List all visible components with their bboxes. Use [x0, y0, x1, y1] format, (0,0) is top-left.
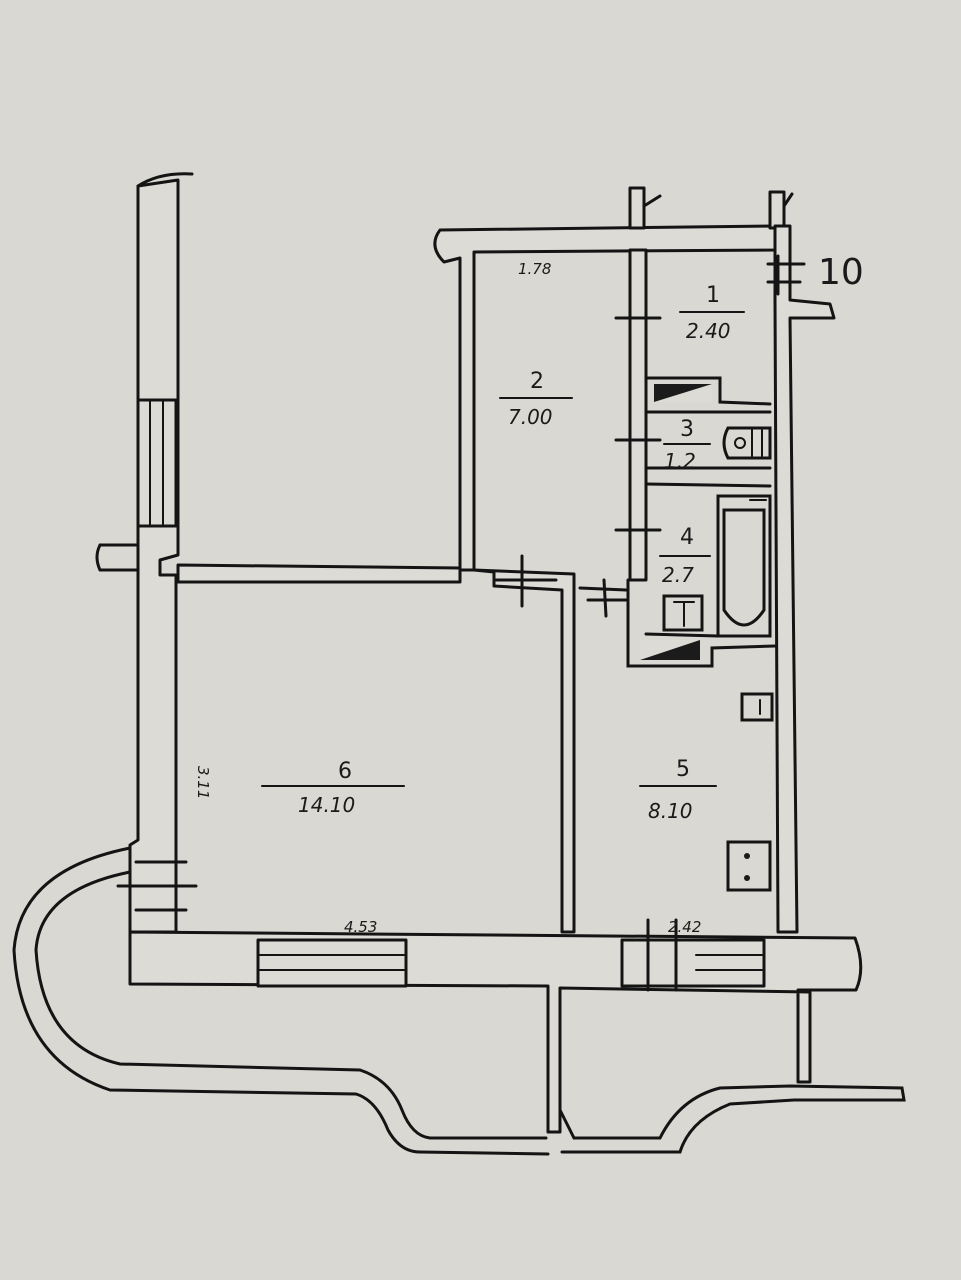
room-3-area: 1.2	[664, 449, 696, 473]
dimension-top-width: 1.78	[518, 260, 551, 278]
room-5-number: 5	[676, 757, 690, 782]
left-window	[136, 398, 178, 528]
room-4-number: 4	[680, 525, 694, 550]
dimension-bottom-right: 2.42	[668, 918, 701, 936]
room-6-area: 14.10	[298, 793, 355, 817]
room-2-number: 2	[530, 369, 544, 394]
washbasin	[662, 594, 704, 632]
apartment-number: 10	[818, 252, 864, 293]
bathtub	[716, 494, 772, 638]
room-1-area: 2.40	[686, 319, 731, 343]
room-5-area: 8.10	[648, 799, 693, 823]
room-6-number: 6	[338, 759, 352, 784]
left-wall	[128, 178, 180, 934]
balcony-outline	[12, 846, 550, 1156]
dimension-left-height: 3.11	[194, 766, 212, 799]
wall-2-wet	[628, 248, 648, 582]
stove	[740, 692, 774, 722]
bottom-window-left	[256, 938, 408, 988]
toilet	[722, 426, 772, 460]
dimension-bottom-left: 4.53	[344, 918, 377, 936]
bottom-window-right	[620, 938, 766, 988]
kitchen-sink	[726, 840, 772, 892]
right-wall	[773, 224, 836, 934]
room-3-number: 3	[680, 417, 694, 442]
room-4-area: 2.7	[662, 563, 694, 587]
room-2-area: 7.00	[508, 405, 553, 429]
room-1-number: 1	[706, 283, 720, 308]
top-wall	[433, 224, 777, 572]
